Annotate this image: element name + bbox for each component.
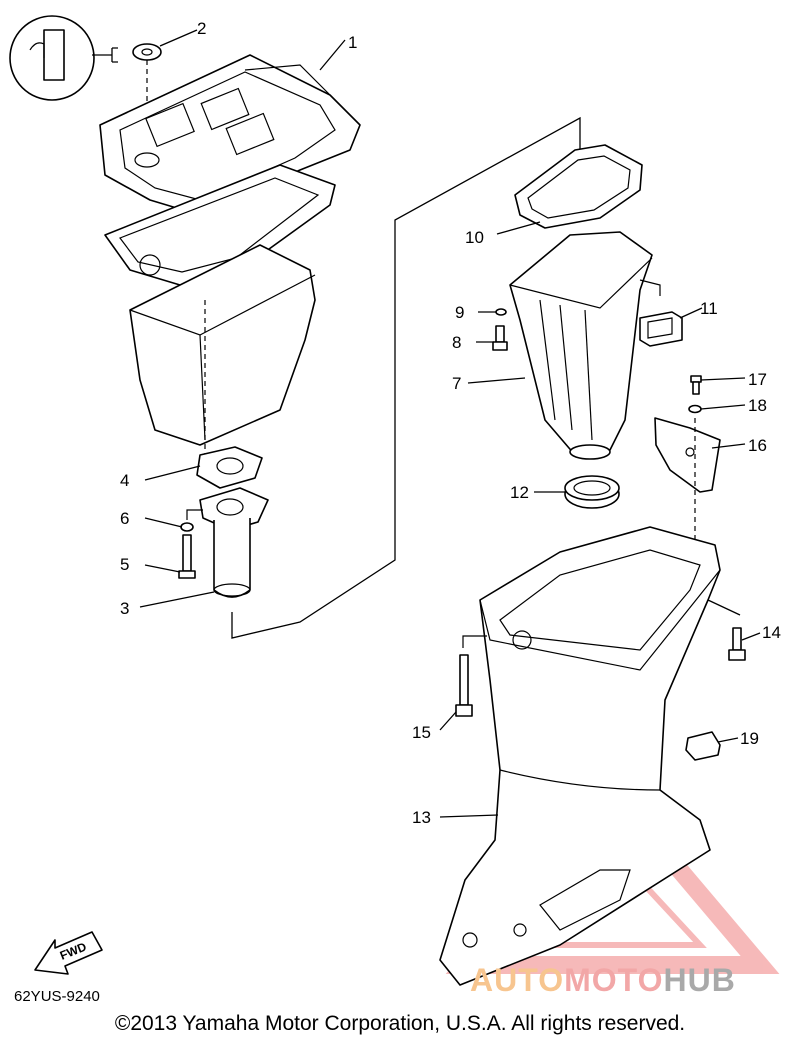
part-3-tube	[199, 487, 269, 598]
assembly-bracket	[231, 116, 581, 639]
callout-7: 7	[452, 374, 461, 393]
diagram-code: 62YUS-9240	[14, 988, 100, 1005]
callout-19: 19	[740, 729, 759, 748]
part-6-washer	[180, 509, 203, 532]
detail-circle	[9, 15, 118, 101]
part-10-gasket	[514, 144, 643, 229]
fwd-arrow: FWD	[34, 931, 103, 975]
watermark-part3: HUB	[663, 962, 736, 998]
part-14-bolt	[728, 627, 746, 661]
part-4-gasket	[196, 446, 263, 489]
callout-9: 9	[455, 303, 464, 322]
part-1-upper-plate	[99, 54, 361, 216]
part-9-washer	[495, 308, 507, 316]
part-18-washer	[688, 404, 702, 414]
copyright-notice: ©2013 Yamaha Motor Corporation, U.S.A. A…	[114, 1012, 686, 1035]
watermark-part1: AUTO	[470, 962, 565, 998]
leader-lines	[139, 29, 761, 818]
callout-16: 16	[748, 436, 767, 455]
callout-1: 1	[348, 33, 357, 52]
part-8-bolt	[492, 325, 508, 351]
callouts: 1 2 3 4 5 6 7 8 9 10 11 12 13 14 15 16 1…	[120, 19, 781, 827]
part-12-grommet	[564, 475, 620, 509]
part-13-lower-casing	[439, 526, 721, 986]
watermark-part2: MOTO	[564, 962, 664, 998]
part-7-inner-housing	[509, 231, 653, 460]
callout-2: 2	[197, 19, 206, 38]
part-11-seal	[639, 279, 683, 347]
upper-housing	[129, 244, 316, 455]
plate-gasket	[104, 164, 336, 286]
callout-5: 5	[120, 555, 129, 574]
callout-17: 17	[748, 370, 767, 389]
callout-15: 15	[412, 723, 431, 742]
part-17-screw	[690, 375, 702, 395]
part-19-anode	[685, 731, 721, 761]
callout-13: 13	[412, 808, 431, 827]
callout-6: 6	[120, 509, 129, 528]
callout-11: 11	[700, 299, 718, 318]
callout-3: 3	[120, 599, 129, 618]
part-15-bolt	[455, 635, 487, 717]
callout-12: 12	[510, 483, 529, 502]
part-5-bolt	[178, 534, 196, 579]
callout-10: 10	[465, 228, 484, 247]
callout-8: 8	[452, 333, 461, 352]
callout-14: 14	[762, 623, 781, 642]
part-16-cover-plate	[654, 417, 721, 560]
callout-4: 4	[120, 471, 129, 490]
watermark-logo: AUTOMOTOHUB	[470, 962, 736, 999]
callout-18: 18	[748, 396, 767, 415]
